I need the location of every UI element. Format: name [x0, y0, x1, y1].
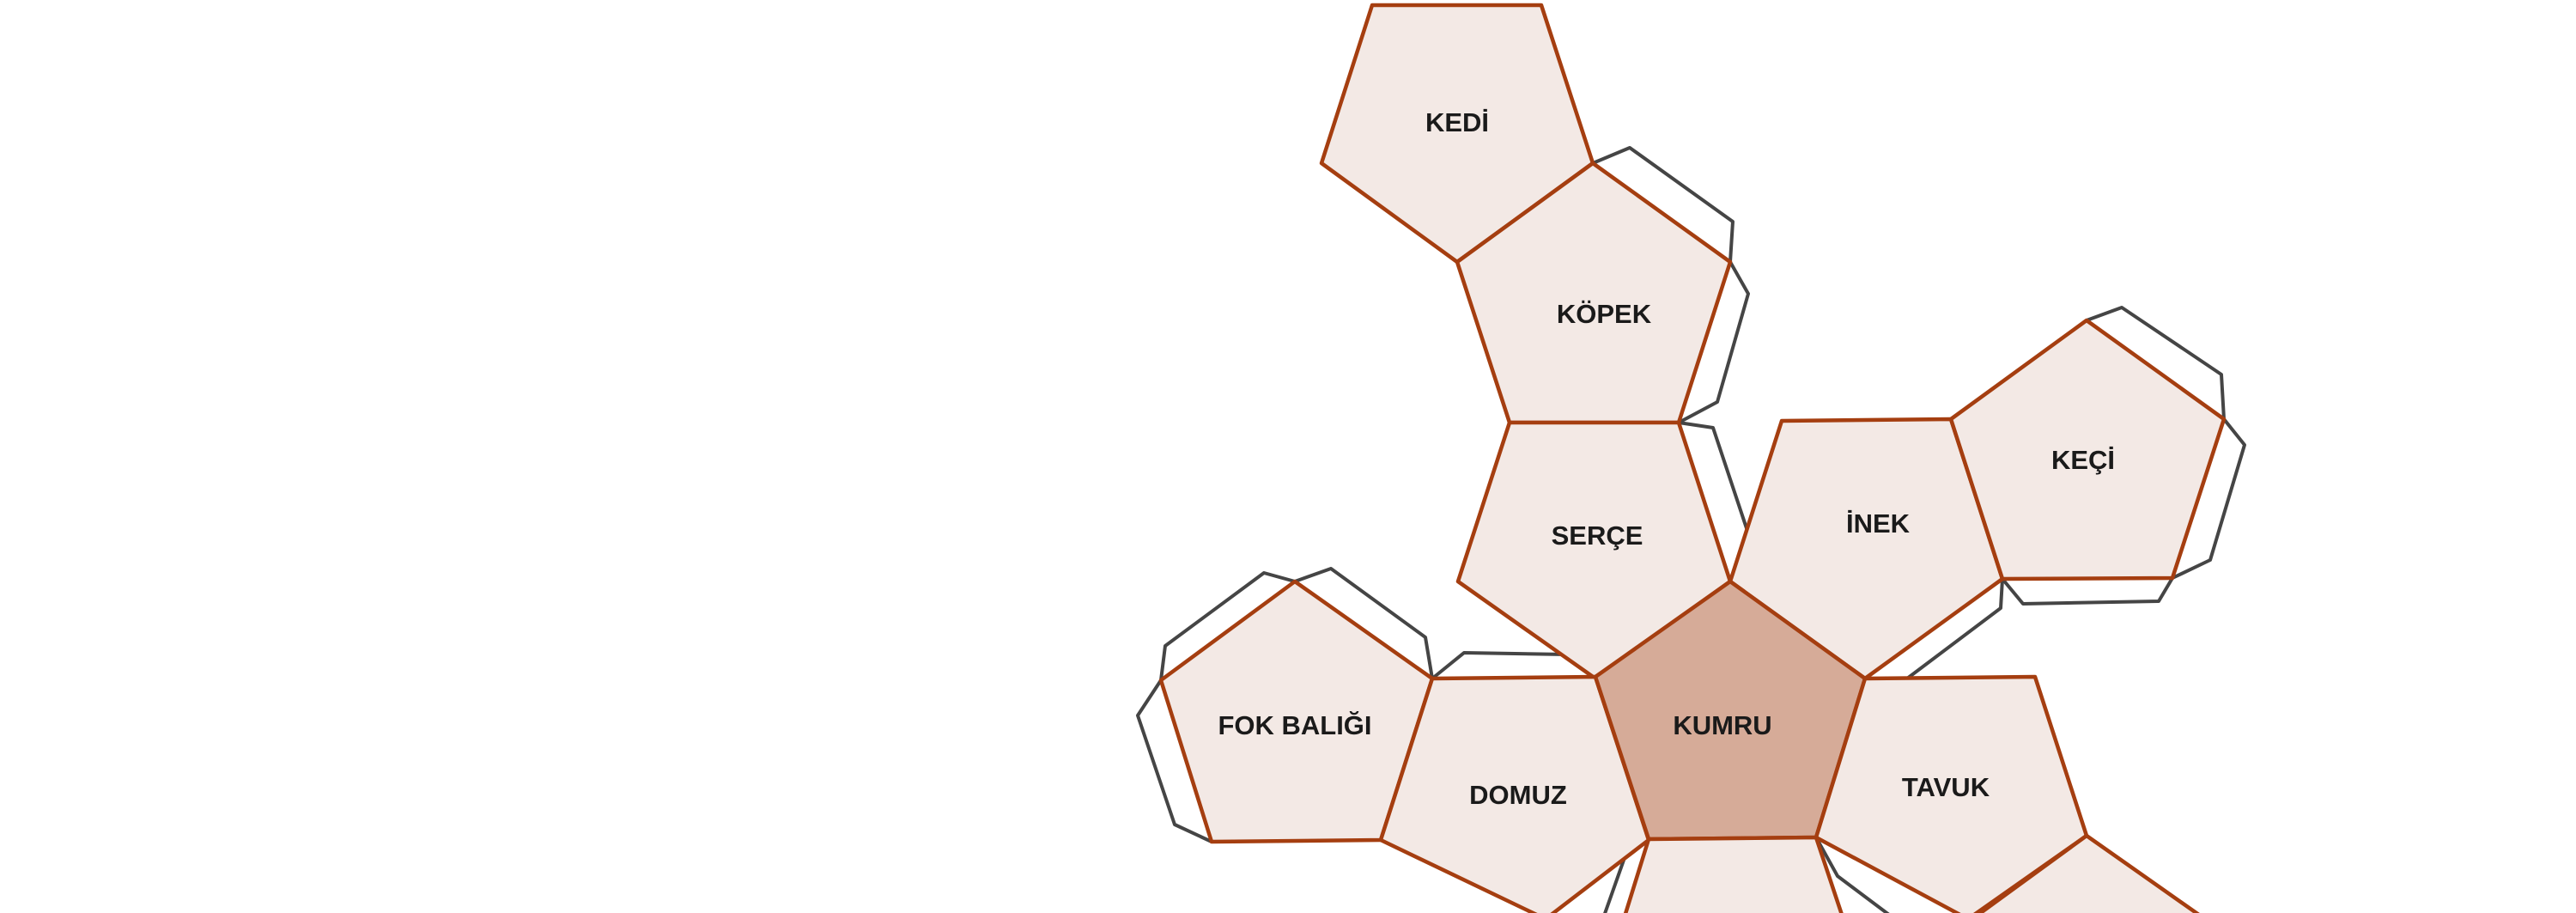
- face-label-kumru: KUMRU: [1673, 710, 1771, 740]
- glue-flap: [1678, 261, 1750, 424]
- face-label-fok-baligi: FOK BALIĞI: [1218, 710, 1371, 740]
- glue-flap: [2172, 417, 2246, 580]
- glue-flap: [1136, 679, 1212, 843]
- glue-flap: [2001, 576, 2174, 606]
- glue-flap: [1592, 146, 1735, 263]
- face-bottom-middle: [1623, 835, 1844, 913]
- face-labels: KEDİ KÖPEK SERÇE İNEK KEÇİ FOK BALIĞI DOMUZ KUM…: [1218, 107, 2115, 810]
- face-label-inek: İNEK: [1846, 508, 1911, 539]
- face-keci: [1948, 318, 2227, 581]
- face-domuz: [1378, 674, 1651, 913]
- face-bottom-right: [1977, 833, 2200, 913]
- face-label-keci: KEÇİ: [2051, 445, 2115, 475]
- glue-flap: [1159, 571, 1296, 681]
- glue-flap: [1294, 567, 1434, 679]
- face-label-serce: SERÇE: [1552, 520, 1643, 551]
- face-label-kedi: KEDİ: [1425, 107, 1489, 137]
- glue-flap: [2086, 306, 2226, 420]
- face-label-tavuk: TAVUK: [1902, 772, 1990, 802]
- face-inek: [1728, 417, 2005, 681]
- glue-flap: [1814, 837, 1890, 913]
- face-fok-baligi: [1158, 579, 1435, 844]
- net-faces: [1158, 3, 2227, 913]
- face-label-domuz: DOMUZ: [1469, 780, 1567, 810]
- face-label-kopek: KÖPEK: [1557, 299, 1652, 329]
